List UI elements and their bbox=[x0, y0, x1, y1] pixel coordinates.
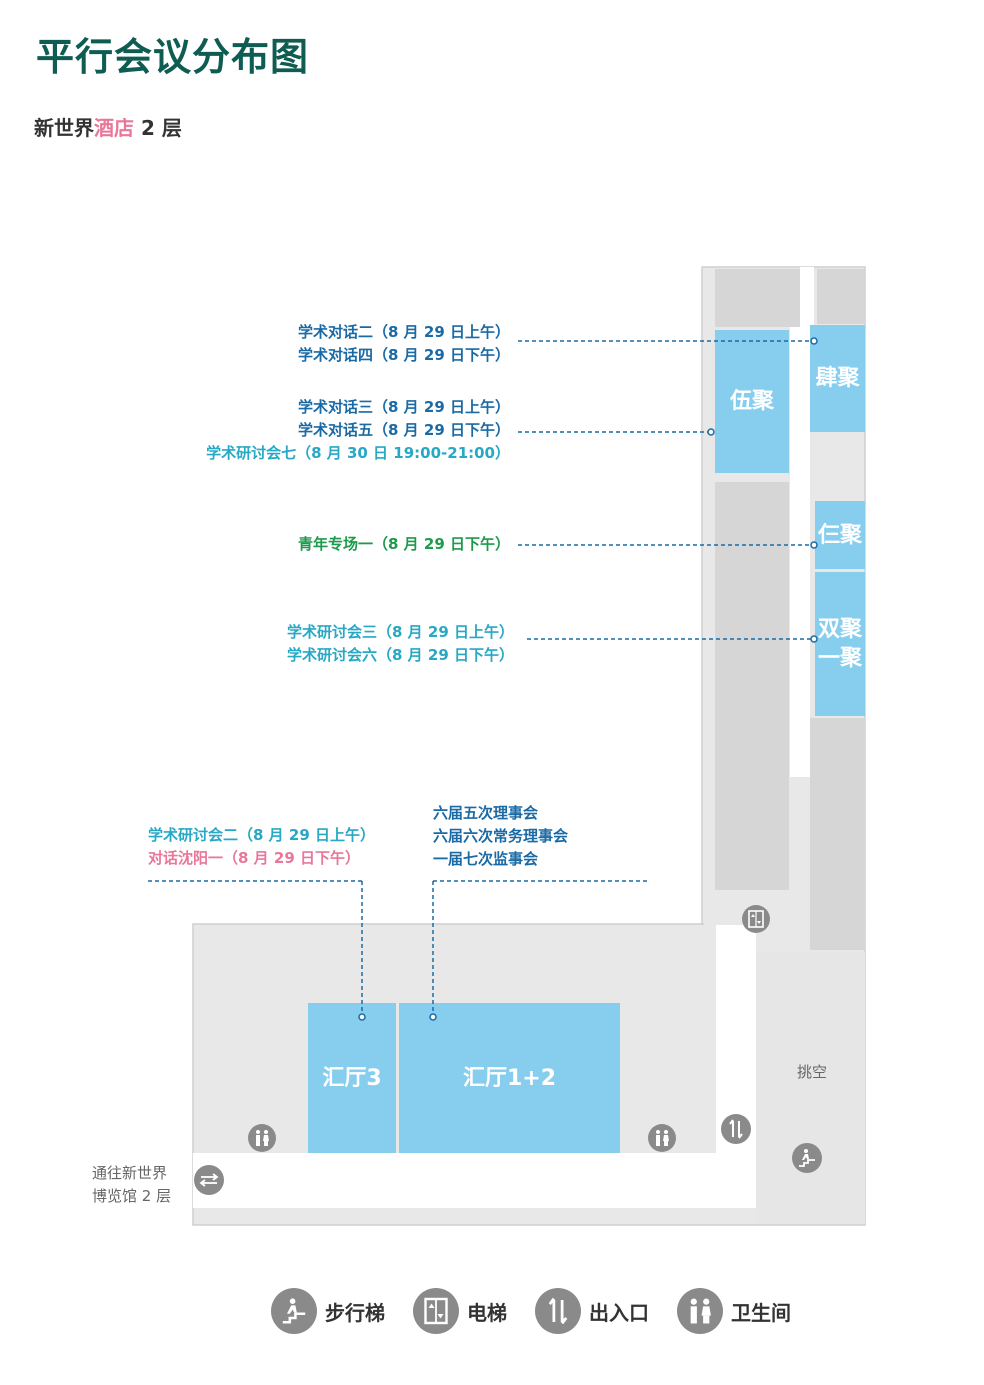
void-block bbox=[756, 952, 865, 1224]
subtitle-venue: 新世界 bbox=[34, 116, 94, 140]
room-shuangju bbox=[815, 572, 865, 716]
session-label: 学术研讨会二（8 月 29 日上午） bbox=[148, 826, 375, 844]
room-shuangju-line2: 一聚 bbox=[817, 646, 862, 671]
entrance-icon bbox=[535, 1288, 581, 1334]
room-siju-label: 肆聚 bbox=[815, 366, 860, 391]
stairs-icon bbox=[792, 1143, 822, 1173]
session-label: 对话沈阳一（8 月 29 日下午） bbox=[148, 849, 360, 867]
session-label: 一届七次监事会 bbox=[433, 850, 539, 868]
session-label: 学术研讨会六（8 月 29 日下午） bbox=[287, 646, 514, 664]
room-shuangju-line1: 双聚 bbox=[817, 617, 862, 642]
legend-item-stairs: 步行梯 bbox=[271, 1288, 385, 1334]
subtitle-floor: 2 层 bbox=[134, 116, 182, 140]
leader-dot bbox=[358, 1013, 366, 1021]
room-hall3 bbox=[308, 1003, 396, 1153]
session-label: 学术对话五（8 月 29 日下午） bbox=[298, 421, 510, 439]
session-label: 学术对话二（8 月 29 日上午） bbox=[298, 323, 510, 341]
leader-dot bbox=[707, 428, 715, 436]
room-hall12 bbox=[399, 1003, 620, 1153]
room-renju-label: 仨聚 bbox=[817, 522, 862, 548]
room-siju bbox=[810, 325, 865, 432]
restroom-icon bbox=[248, 1124, 276, 1152]
session-label: 学术研讨会七（8 月 30 日 19:00-21:00） bbox=[206, 444, 510, 462]
subtitle-highlight: 酒店 bbox=[94, 116, 134, 140]
session-label: 学术对话三（8 月 29 日上午） bbox=[298, 398, 510, 416]
passage-arrows-icon bbox=[194, 1165, 224, 1195]
leader-dot bbox=[810, 541, 818, 549]
session-labels-wuju: 学术对话三（8 月 29 日上午） 学术对话五（8 月 29 日下午） 学术研讨… bbox=[206, 396, 510, 465]
session-label: 青年专场一（8 月 29 日下午） bbox=[298, 535, 510, 553]
passage-line1: 通往新世界 bbox=[92, 1164, 168, 1182]
entrance-icon bbox=[721, 1114, 751, 1144]
passage-line2: 博览馆 2 层 bbox=[92, 1187, 172, 1205]
session-labels-renju: 青年专场一（8 月 29 日下午） bbox=[298, 533, 510, 556]
block bbox=[715, 482, 789, 890]
elevator-icon bbox=[413, 1288, 459, 1334]
room-shuangju-label: 双聚 一聚 bbox=[815, 572, 865, 716]
floor-subtitle: 新世界酒店 2 层 bbox=[34, 112, 182, 141]
session-label: 六届六次常务理事会 bbox=[433, 827, 569, 845]
room-wuju bbox=[715, 330, 789, 473]
room-hall3-label: 汇厅3 bbox=[322, 1065, 382, 1091]
session-label: 学术对话四（8 月 29 日下午） bbox=[298, 346, 510, 364]
session-labels-siju: 学术对话二（8 月 29 日上午） 学术对话四（8 月 29 日下午） bbox=[298, 321, 510, 367]
block bbox=[817, 269, 864, 324]
void-label: 挑空 bbox=[797, 1063, 828, 1081]
leader-dot bbox=[429, 1013, 437, 1021]
room-hall12-label: 汇厅1+2 bbox=[462, 1065, 557, 1091]
room-wuju-label: 伍聚 bbox=[729, 389, 774, 414]
legend: 步行梯 电梯 出入口 卫生间 bbox=[271, 1288, 791, 1334]
legend-item-elevator: 电梯 bbox=[413, 1288, 507, 1334]
corridor-lower-horizontal bbox=[193, 1153, 756, 1208]
session-label: 六届五次理事会 bbox=[433, 804, 539, 822]
leader-dot bbox=[810, 337, 818, 345]
passage-note: 通往新世界 博览馆 2 层 bbox=[92, 1162, 171, 1208]
session-label: 学术研讨会三（8 月 29 日上午） bbox=[287, 623, 514, 641]
room-renju bbox=[815, 501, 865, 569]
block bbox=[715, 269, 800, 327]
stairs-icon bbox=[271, 1288, 317, 1334]
session-labels-hall3: 学术研讨会二（8 月 29 日上午） 对话沈阳一（8 月 29 日下午） bbox=[148, 824, 375, 870]
legend-item-entrance: 出入口 bbox=[535, 1288, 649, 1334]
legend-label: 电梯 bbox=[467, 1300, 507, 1325]
session-labels-hall12: 六届五次理事会 六届六次常务理事会 一届七次监事会 bbox=[433, 802, 568, 871]
legend-label: 步行梯 bbox=[325, 1300, 385, 1325]
restroom-icon bbox=[648, 1124, 676, 1152]
legend-item-restroom: 卫生间 bbox=[677, 1288, 791, 1334]
elevator-icon bbox=[742, 905, 770, 933]
block bbox=[810, 718, 865, 950]
leader-dot bbox=[810, 635, 818, 643]
legend-label: 出入口 bbox=[589, 1300, 649, 1325]
session-labels-shuangju: 学术研讨会三（8 月 29 日上午） 学术研讨会六（8 月 29 日下午） bbox=[287, 621, 514, 667]
corridor-vertical bbox=[790, 327, 810, 777]
legend-label: 卫生间 bbox=[731, 1300, 791, 1325]
restroom-icon bbox=[677, 1288, 723, 1334]
page-title: 平行会议分布图 bbox=[36, 35, 310, 79]
corridor-top bbox=[800, 267, 814, 327]
